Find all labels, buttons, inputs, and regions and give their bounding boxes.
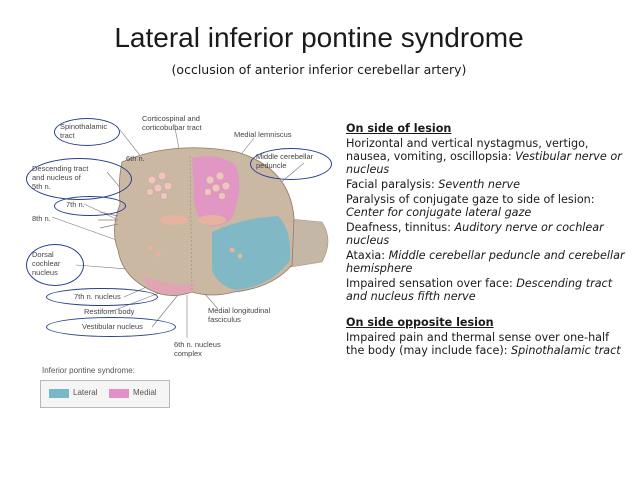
label-medial-lemniscus: Medial lemniscus [234, 130, 292, 139]
symptom-cause: Spinothalamic tract [511, 344, 621, 357]
side-opposite-item: Impaired pain and thermal sense over one… [346, 331, 628, 357]
oval-7th-n-nucleus [46, 288, 158, 306]
label-medial-longitudinal-fasciculus: Medial longitudinal fasciculus [208, 306, 271, 324]
symptom-text: Impaired sensation over face: [346, 277, 517, 290]
oval-middle-cerebellar [250, 148, 332, 180]
slide-subtitle: (occlusion of anterior inferior cerebell… [171, 62, 467, 77]
label-6th-n-nucleus-complex: 6th n. nucleus complex [174, 340, 221, 358]
legend-swatch-medial [109, 389, 129, 398]
side-of-lesion-item: Impaired sensation over face: Descending… [346, 277, 628, 303]
symptom-cause: Middle cerebellar peduncle and cerebella… [346, 249, 625, 275]
legend-title: Inferior pontine syndrome: [42, 366, 135, 375]
symptom-cause: Seventh nerve [438, 178, 520, 191]
symptom-text: Paralysis of conjugate gaze to side of l… [346, 193, 595, 206]
legend: Lateral Medial [40, 380, 170, 408]
side-of-lesion-item: Horizontal and vertical nystagmus, verti… [346, 137, 628, 176]
legend-label-medial: Medial [133, 388, 157, 397]
oval-dorsal-cochlear [26, 244, 84, 286]
oval-vestibular-nucleus [46, 317, 176, 337]
side-opposite-items: Impaired pain and thermal sense over one… [346, 331, 628, 357]
legend-swatch-lateral [49, 389, 69, 398]
side-of-lesion-item: Paralysis of conjugate gaze to side of l… [346, 193, 628, 219]
label-8th-n: 8th n. [32, 214, 51, 223]
oval-spinothalamic [54, 118, 120, 146]
symptom-text: Horizontal and vertical nystagmus, verti… [346, 137, 589, 163]
symptom-text: Facial paralysis: [346, 178, 439, 191]
symptom-text: Impaired pain and thermal sense over one… [346, 331, 610, 357]
side-of-lesion-item: Ataxia: Middle cerebellar peduncle and c… [346, 249, 628, 275]
heading-side-of-lesion: On side of lesion [346, 122, 452, 135]
label-corticospinal-tract: Corticospinal and corticobulbar tract [142, 114, 202, 132]
symptom-list: On side of lesion Horizontal and vertica… [346, 122, 628, 357]
symptom-text: Deafness, tinnitus: [346, 221, 455, 234]
slide-title: Lateral inferior pontine syndrome [114, 22, 524, 53]
pons-cross-section-diagram: Spinothalamic tract Corticospinal and co… [22, 100, 340, 410]
side-of-lesion-item: Facial paralysis: Seventh nerve [346, 178, 628, 191]
label-restiform-body: Restiform body [84, 307, 135, 316]
pons-illustration [51, 127, 329, 338]
side-of-lesion-items: Horizontal and vertical nystagmus, verti… [346, 137, 628, 303]
oval-7th-n [54, 196, 126, 216]
oval-descending-tract [26, 158, 132, 200]
symptom-text: Ataxia: [346, 249, 389, 262]
legend-label-lateral: Lateral [73, 388, 98, 397]
heading-side-opposite: On side opposite lesion [346, 316, 494, 329]
symptom-cause: Auditory nerve or cochlear nucleus [346, 221, 604, 247]
side-of-lesion-item: Deafness, tinnitus: Auditory nerve or co… [346, 221, 628, 247]
symptom-cause: Center for conjugate lateral gaze [346, 206, 532, 219]
symptom-cause: Vestibular nerve or nucleus [346, 150, 622, 176]
label-6th-n: 6th n. [126, 154, 145, 163]
symptom-cause: Descending tract and nucleus fifth nerve [346, 277, 613, 303]
